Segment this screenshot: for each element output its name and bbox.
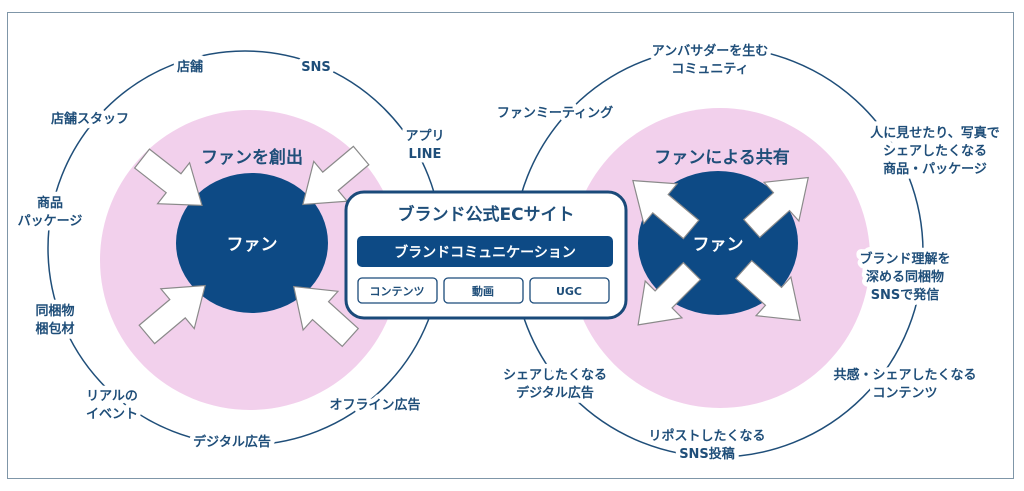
brand-communication-label: ブランドコミュニケーション: [394, 244, 576, 261]
label-event: リアルの: [86, 389, 138, 404]
label-event: イベント: [86, 407, 138, 422]
left-title: ファンを創出: [201, 147, 303, 168]
label-enclosure: 梱包材: [35, 321, 74, 337]
frame: [7, 12, 1014, 479]
content-label: コンテンツ: [370, 285, 425, 298]
label-photo: 人に見せたり、写真で: [870, 125, 999, 141]
video-box: [443, 277, 524, 304]
label-understanding: 深める同梱物: [866, 269, 944, 285]
label-share-ad: デジタル広告: [516, 385, 594, 401]
label-understanding: SNSで発信: [871, 287, 940, 303]
label-share-ad: シェアしたくなる: [503, 368, 607, 383]
label-repost: SNS投稿: [679, 446, 735, 462]
content-box: [357, 277, 438, 304]
label-sns: SNS: [301, 60, 331, 75]
label-understanding: ブランド理解を: [859, 251, 950, 267]
label-offline-ad: オフライン広告: [329, 397, 420, 413]
ugc-label: UGC: [556, 285, 582, 298]
ec-site-title: ブランド公式ECサイト: [397, 204, 574, 225]
left-core-label: ファン: [227, 235, 278, 255]
left-fan-core: [176, 173, 328, 313]
label-package: パッケージ: [18, 214, 83, 229]
label-photo: 商品・パッケージ: [883, 161, 987, 177]
label-enclosure: 同梱物: [35, 303, 74, 319]
label-repost: リポストしたくなる: [648, 428, 765, 444]
label-empathy: 共感・シェアしたくなる: [833, 367, 976, 383]
label-ambassador: コミュニティ: [671, 62, 748, 77]
right-core-label: ファン: [693, 235, 744, 255]
label-app: アプリ: [405, 129, 444, 144]
video-label: 動画: [472, 284, 494, 298]
right-title: ファンによる共有: [654, 147, 790, 168]
label-photo: シェアしたくなる: [883, 144, 987, 159]
label-store-staff: 店舗スタッフ: [51, 111, 129, 127]
label-store: 店舗: [177, 59, 203, 75]
label-empathy: コンテンツ: [872, 386, 937, 401]
brand-communication-bar: [357, 236, 613, 267]
label-app: LINE: [409, 147, 442, 162]
ugc-box: [529, 277, 610, 304]
label-package: 商品: [37, 195, 63, 211]
label-digital-ad: デジタル広告: [193, 434, 271, 450]
label-ambassador: アンバサダーを生む: [652, 43, 768, 59]
label-fan-meeting: ファンミーティング: [497, 105, 613, 121]
